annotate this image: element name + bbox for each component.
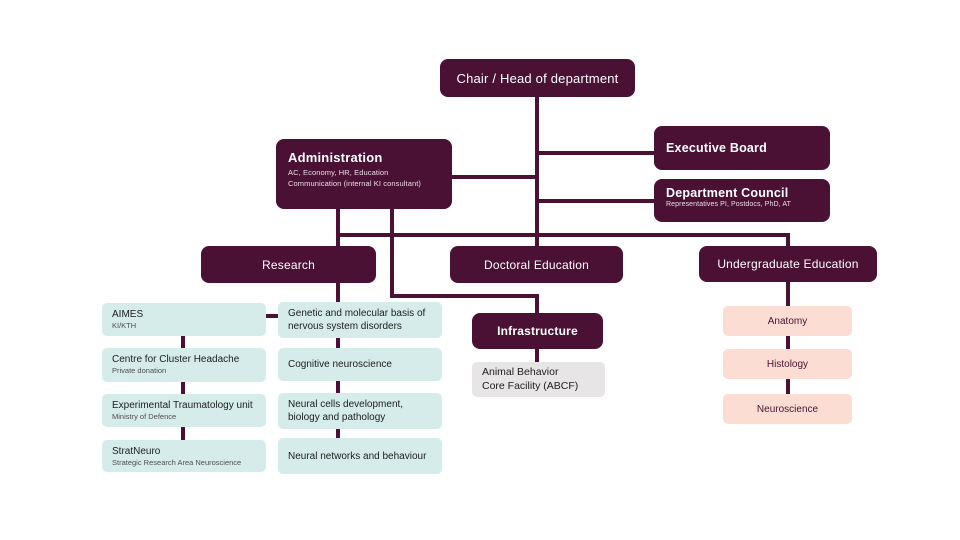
node-label: Doctoral Education <box>484 257 589 272</box>
node-label: Chair / Head of department <box>456 70 619 86</box>
subject-label: Histology <box>766 358 809 370</box>
connector-main-horizontal <box>337 233 790 237</box>
unit-title: Centre for Cluster Headache <box>112 354 240 365</box>
node-unit-cluster-headache: Centre for Cluster Headache Private dona… <box>102 348 266 382</box>
node-label-line: Core Facility (ABCF) <box>482 379 579 392</box>
node-theme-genetic-molecular: Genetic and molecular basis of nervous s… <box>278 302 442 338</box>
connector-units-bridge <box>264 314 280 318</box>
node-theme-neural-networks: Neural networks and behaviour <box>278 438 442 474</box>
node-unit-traumatology: Experimental Traumatology unit Ministry … <box>102 394 266 427</box>
node-undergraduate-education: Undergraduate Education <box>699 246 877 282</box>
connector-department-council <box>539 199 654 203</box>
node-infrastructure: Infrastructure <box>472 313 603 349</box>
subject-label: Neuroscience <box>756 403 819 415</box>
node-title: Administration <box>288 150 383 165</box>
theme-title: Neural networks and behaviour <box>288 450 427 462</box>
node-subtitle: AC, Economy, HR, Education <box>288 168 389 177</box>
node-administration: Administration AC, Economy, HR, Educatio… <box>276 139 452 209</box>
connector-infrastructure-horiz <box>390 294 539 298</box>
node-label: Research <box>262 257 315 272</box>
unit-title: AIMES <box>112 309 144 320</box>
node-theme-neural-cells: Neural cells development, biology and pa… <box>278 393 442 429</box>
unit-subtitle: Strategic Research Area Neuroscience <box>112 458 242 467</box>
connector-administration <box>452 175 539 179</box>
subject-label: Anatomy <box>767 315 808 327</box>
node-label: Executive Board <box>666 141 767 155</box>
unit-subtitle: KI/KTH <box>112 321 137 330</box>
unit-title: Experimental Traumatology unit <box>112 400 253 411</box>
unit-subtitle: Ministry of Defence <box>112 412 177 421</box>
node-subtitle: Representatives PI, Postdocs, PhD, AT <box>666 201 791 208</box>
node-chair-head: Chair / Head of department <box>440 59 635 97</box>
unit-title: StratNeuro <box>112 446 161 457</box>
unit-subtitle: Private donation <box>112 366 167 375</box>
node-subject-anatomy: Anatomy <box>723 306 852 336</box>
node-title: Department Council <box>666 186 789 200</box>
node-subject-histology: Histology <box>723 349 852 379</box>
node-unit-aimes: AIMES KI/KTH <box>102 303 266 336</box>
connector-chair-vertical <box>535 97 539 249</box>
node-theme-cognitive: Cognitive neuroscience <box>278 348 442 381</box>
node-department-council: Department Council Representatives PI, P… <box>654 179 830 222</box>
theme-title: Genetic and molecular basis of nervous s… <box>288 308 426 332</box>
node-doctoral-education: Doctoral Education <box>450 246 623 283</box>
node-label: Infrastructure <box>497 324 578 338</box>
node-label: Undergraduate Education <box>717 257 859 271</box>
node-abcf: Animal Behavior Core Facility (ABCF) <box>472 362 605 397</box>
connector-executive-board <box>539 151 654 155</box>
node-subtitle: Communication (internal KI consultant) <box>288 178 422 188</box>
connector-abcf <box>535 349 539 365</box>
node-subject-neuroscience: Neuroscience <box>723 394 852 424</box>
node-research: Research <box>201 246 376 283</box>
connector-infrastructure-vert <box>535 294 539 316</box>
node-executive-board: Executive Board <box>654 126 830 170</box>
node-label-line: Animal Behavior <box>482 365 559 378</box>
node-unit-stratneuro: StratNeuro Strategic Research Area Neuro… <box>102 440 266 472</box>
theme-title: Cognitive neuroscience <box>288 359 392 370</box>
theme-title: Neural cells development, biology and pa… <box>288 399 404 423</box>
connector-infrastructure-drop <box>390 209 394 298</box>
